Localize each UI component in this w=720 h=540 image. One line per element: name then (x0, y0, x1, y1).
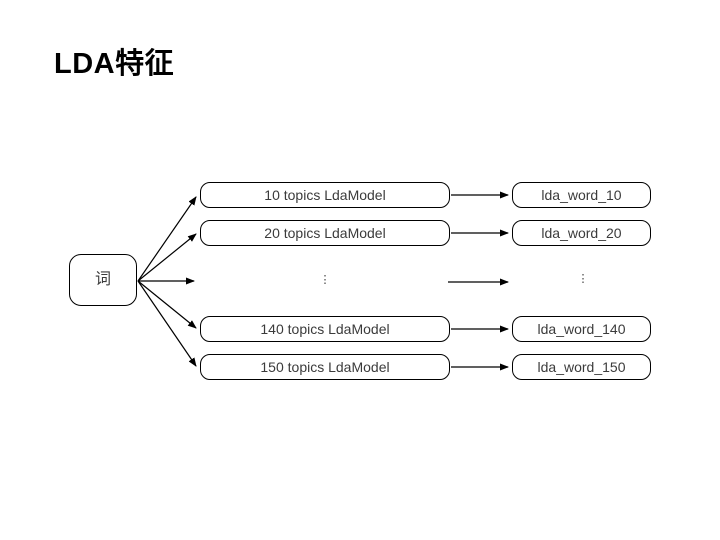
vertical-ellipsis-results: ⋮ (577, 273, 589, 285)
result-node-label: lda_word_20 (541, 225, 622, 241)
arrow-source-to-model-4 (137, 280, 197, 367)
model-node-label: 140 topics LdaModel (260, 321, 390, 337)
source-node-label: 词 (94, 271, 111, 288)
model-node-150-topics: 150 topics LdaModel (200, 354, 450, 380)
model-node-140-topics: 140 topics LdaModel (200, 316, 450, 342)
arrow-source-to-model-1 (137, 196, 197, 282)
source-node-word: 词 (69, 254, 137, 306)
result-node-lda-word-140: lda_word_140 (512, 316, 651, 342)
result-node-label: lda_word_150 (537, 359, 626, 375)
model-node-20-topics: 20 topics LdaModel (200, 220, 450, 246)
page-title: LDA特征 (54, 48, 175, 80)
vertical-ellipsis-models: ⋮ (319, 274, 331, 286)
arrow-source-to-model-2 (137, 233, 197, 282)
model-node-label: 20 topics LdaModel (264, 225, 386, 241)
result-node-lda-word-10: lda_word_10 (512, 182, 651, 208)
model-node-10-topics: 10 topics LdaModel (200, 182, 450, 208)
result-node-lda-word-20: lda_word_20 (512, 220, 651, 246)
model-node-label: 150 topics LdaModel (260, 359, 390, 375)
result-node-lda-word-150: lda_word_150 (512, 354, 651, 380)
arrow-source-to-model-3 (137, 280, 197, 329)
result-node-label: lda_word_10 (541, 187, 622, 203)
model-node-label: 10 topics LdaModel (264, 187, 386, 203)
result-node-label: lda_word_140 (537, 321, 626, 337)
